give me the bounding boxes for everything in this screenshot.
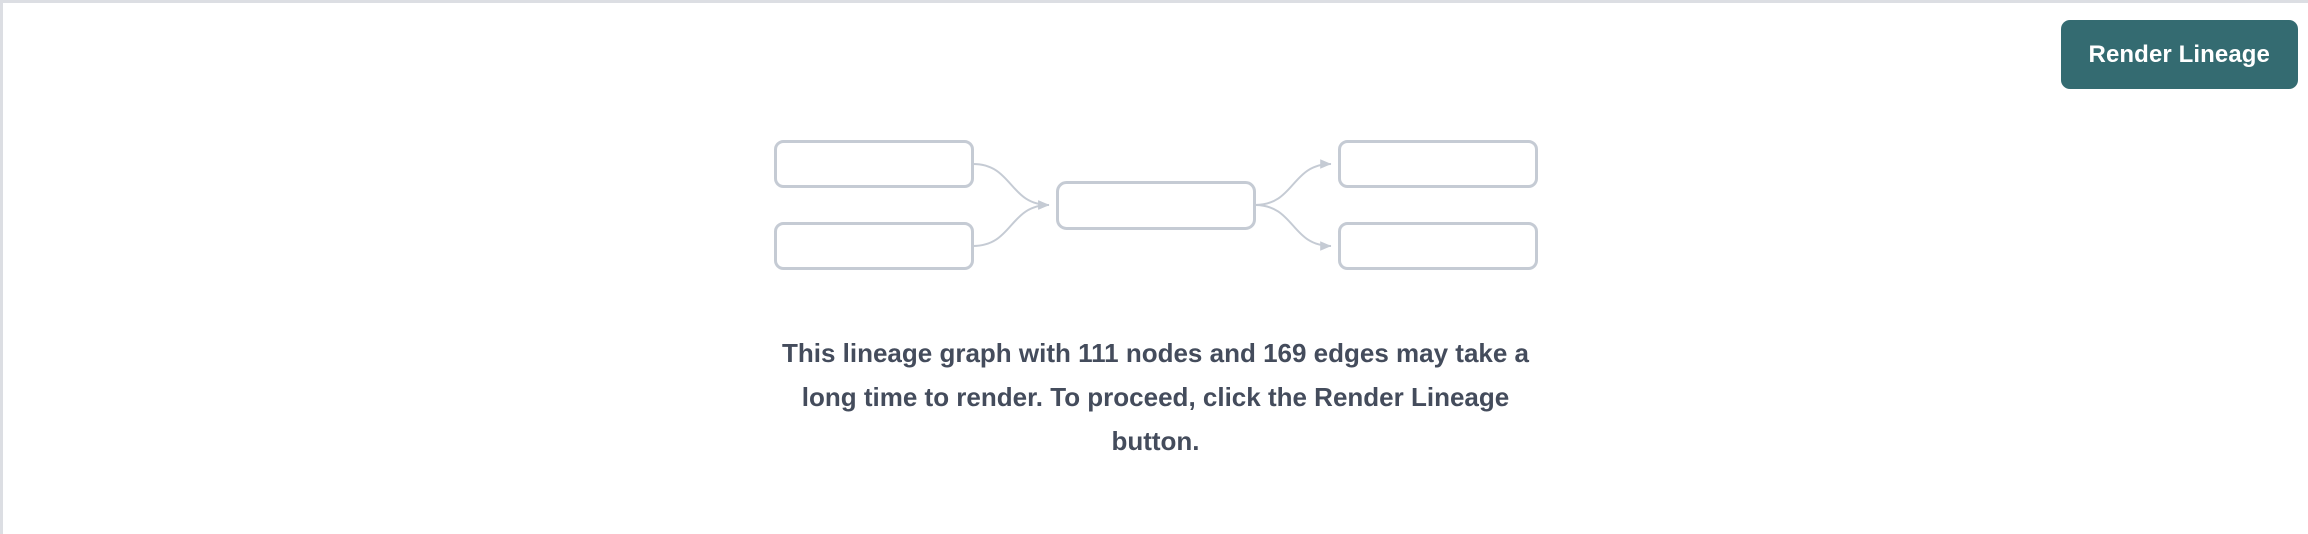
illustration-node-downstream-2 xyxy=(1337,222,1538,270)
illustration-node-focus xyxy=(1055,181,1256,230)
illustration-edge-focus-to-downstream-1 xyxy=(1254,159,1331,206)
illustration-node-downstream-1 xyxy=(1337,140,1538,188)
lineage-graph-placeholder-icon xyxy=(773,140,1538,270)
illustration-node-upstream-2 xyxy=(773,222,974,270)
illustration-edge-upstream-1-to-focus xyxy=(972,163,1049,210)
panel-toolbar: Render Lineage xyxy=(3,20,2308,92)
illustration-edge-upstream-2-to-focus xyxy=(972,200,1049,247)
illustration-edge-focus-to-downstream-2 xyxy=(1254,204,1331,251)
render-lineage-button[interactable]: Render Lineage xyxy=(2060,20,2298,89)
lineage-empty-message: This lineage graph with 111 nodes and 16… xyxy=(781,338,1530,456)
illustration-node-upstream-1 xyxy=(773,140,974,188)
